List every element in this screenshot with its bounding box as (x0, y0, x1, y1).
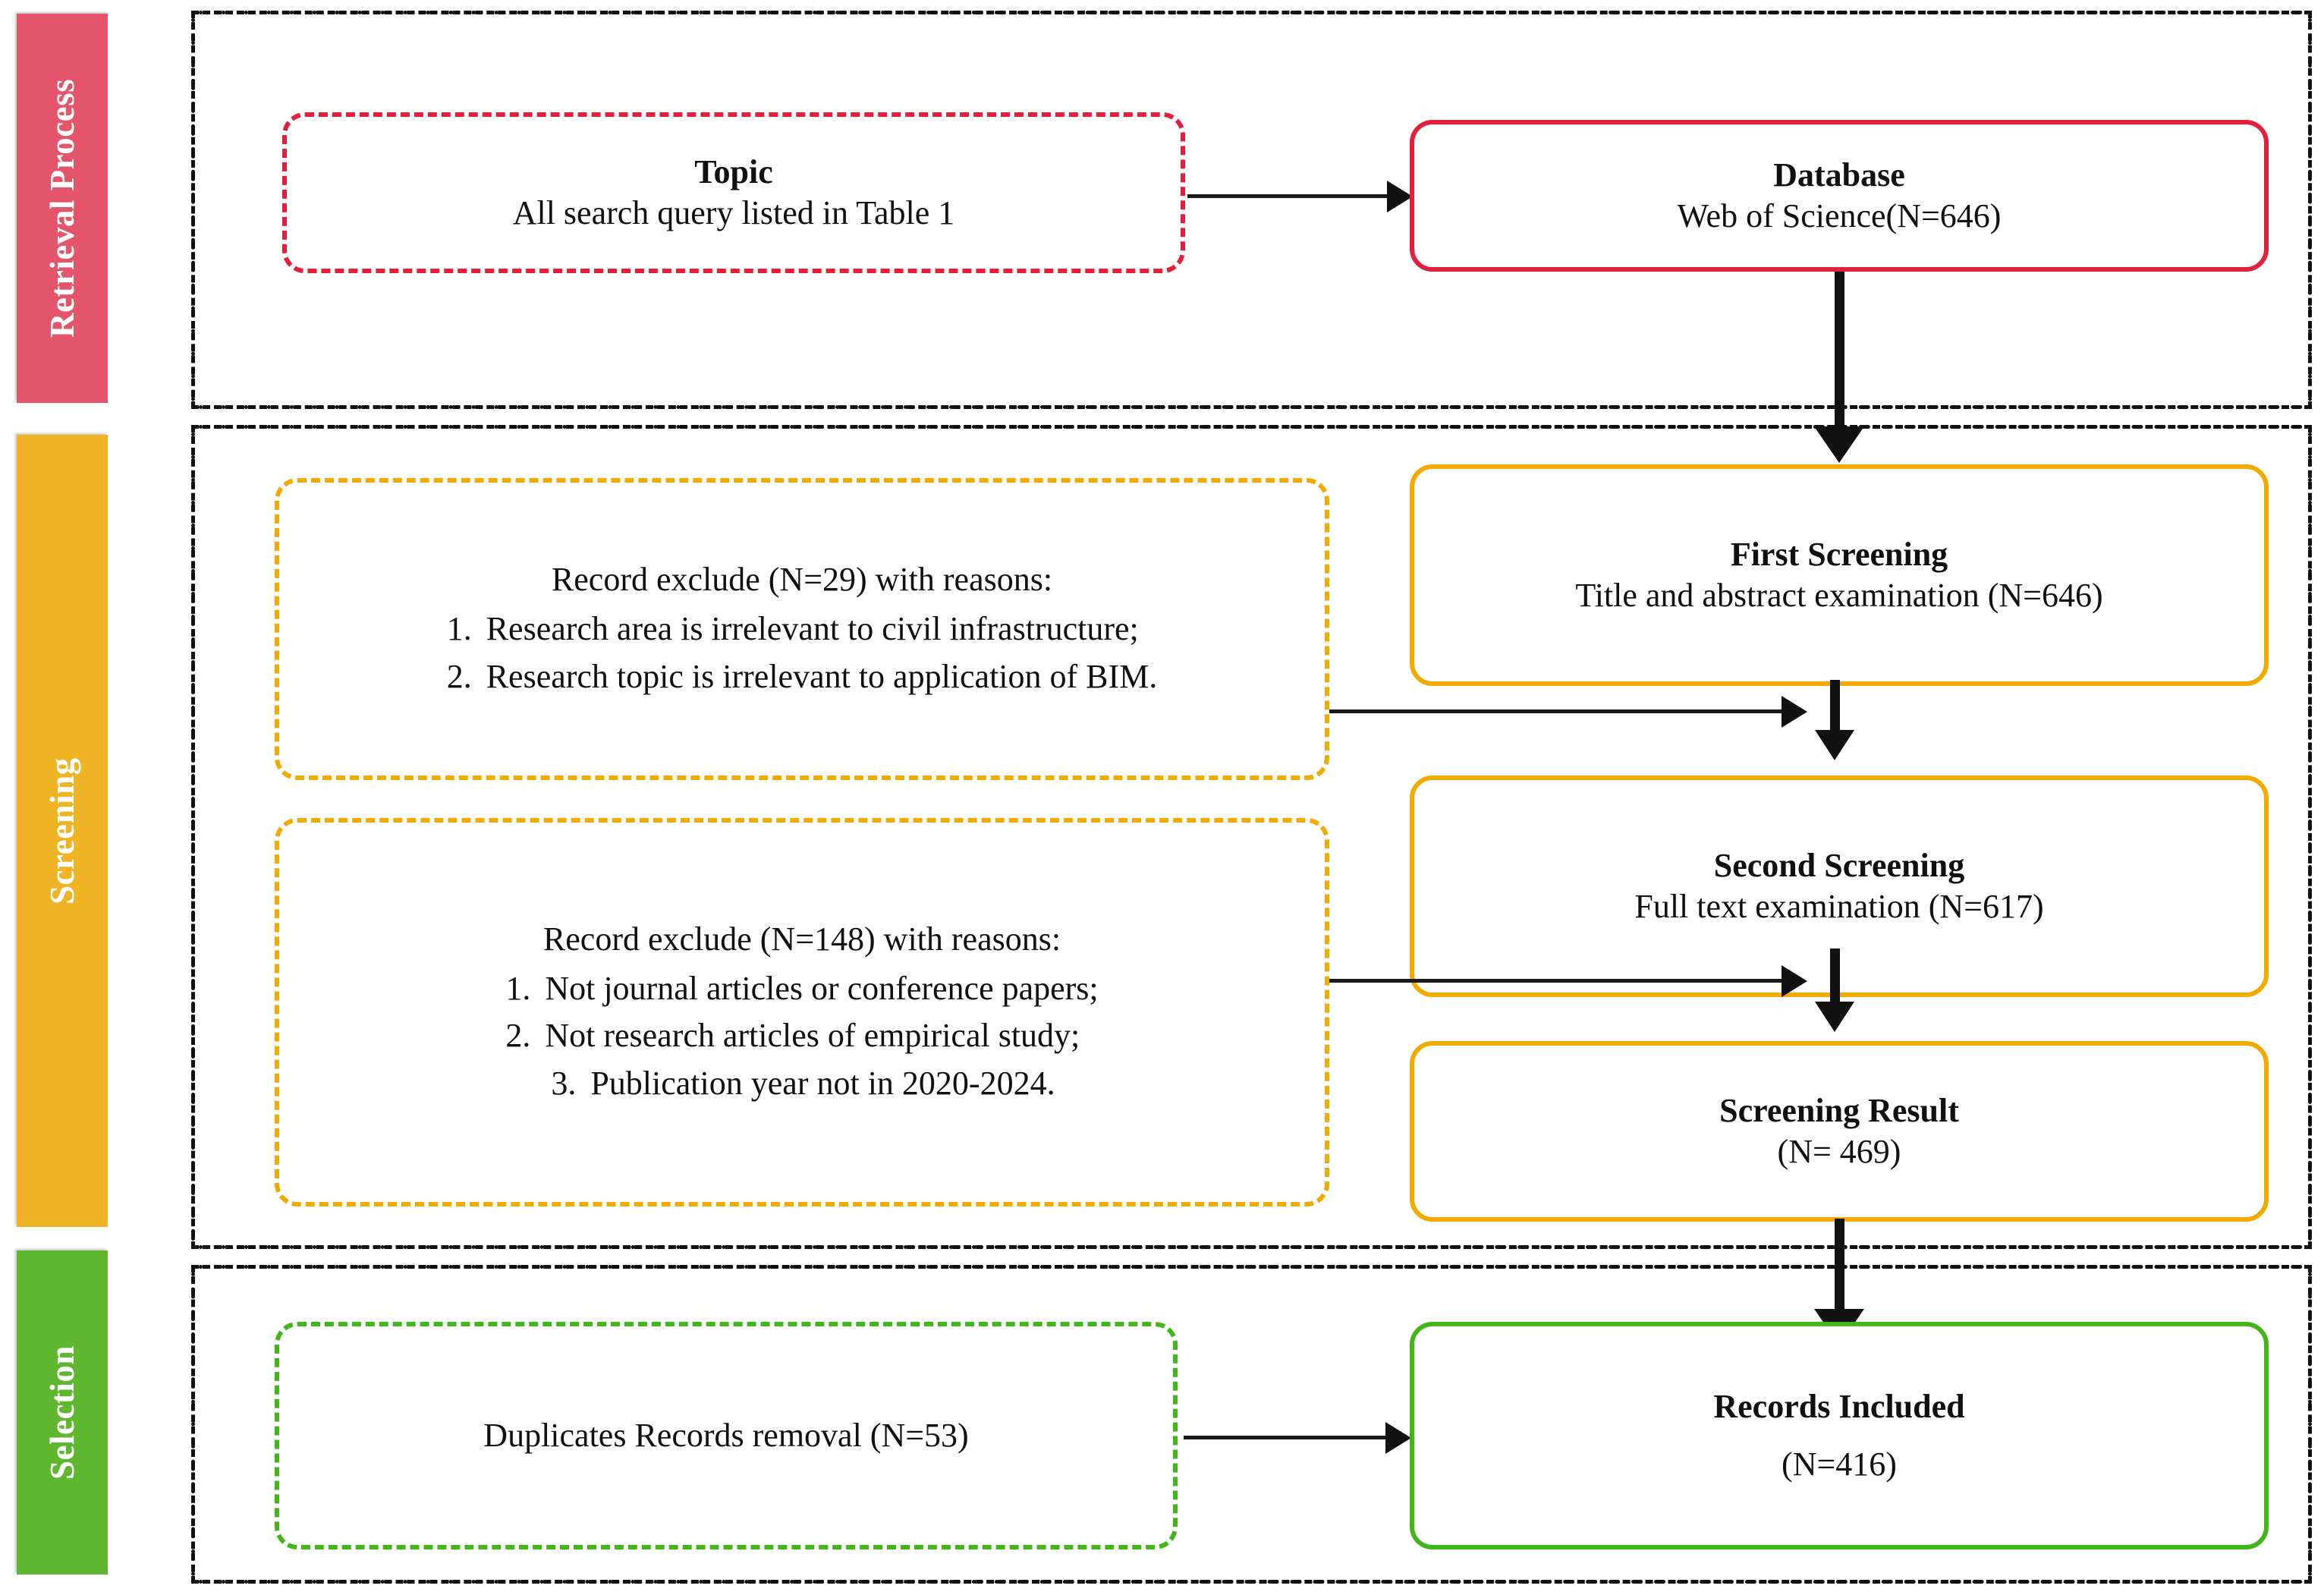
list-item: 1. Research area is irrelevant to civil i… (447, 606, 1158, 653)
reason-text: Publication year not in 2020-2024. (590, 1064, 1055, 1102)
node-records-included-title: Records Included (1713, 1387, 1965, 1425)
section-frame-selection (191, 1265, 2312, 1584)
node-exclude-first[interactable]: Record exclude (N=29) with reasons: 1. Re… (275, 478, 1329, 780)
stage-label-text: Selection (43, 1345, 81, 1480)
stage-label-text: Retrieval Process (43, 78, 81, 338)
node-duplicates-removal[interactable]: Duplicates Records removal (N=53) (275, 1322, 1178, 1549)
reason-text: Research topic is irrelevant to applicat… (486, 657, 1158, 695)
node-topic[interactable]: Topic All search query listed in Table 1 (282, 112, 1185, 273)
node-exclude-first-heading: Record exclude (N=29) with reasons: (551, 560, 1053, 598)
connector-database-to-first-screening (1835, 272, 1844, 440)
list-item: 1. Not journal articles or conference pap… (505, 965, 1098, 1012)
node-second-screening-title: Second Screening (1713, 846, 1965, 884)
node-topic-subtitle: All search query listed in Table 1 (512, 193, 955, 231)
reason-number: 1. (446, 610, 472, 648)
node-exclude-second[interactable]: Record exclude (N=148) with reasons: 1. N… (275, 818, 1329, 1206)
reason-number: 3. (551, 1064, 577, 1102)
connector-duplicates-to-records-included (1184, 1436, 1404, 1439)
connector-exclude-first-to-junction (1329, 709, 1800, 713)
arrowhead-duplicates-to-records-included (1385, 1422, 1411, 1454)
node-records-included[interactable]: Records Included (N=416) (1410, 1322, 2269, 1549)
stage-label-retrieval-process: Retrieval Process (17, 14, 108, 403)
connector-second-screening-to-result (1830, 949, 1840, 1011)
node-database-subtitle: Web of Science(N=646) (1677, 197, 2002, 234)
node-second-screening-subtitle: Full text examination (N=617) (1634, 887, 2044, 925)
section-frame-screening (191, 425, 2312, 1249)
node-exclude-second-heading: Record exclude (N=148) with reasons: (542, 920, 1061, 958)
connector-topic-to-database (1187, 194, 1404, 198)
node-database[interactable]: Database Web of Science(N=646) (1410, 120, 2269, 272)
list-item: 2. Research topic is irrelevant to applic… (447, 653, 1158, 700)
arrowhead-exclude-second-to-junction (1782, 965, 1807, 997)
node-first-screening[interactable]: First Screening Title and abstract exami… (1410, 464, 2269, 686)
stage-label-selection: Selection (17, 1251, 108, 1575)
node-exclude-first-reason-list: 1. Research area is irrelevant to civil i… (447, 606, 1158, 700)
reason-text: Not research articles of empirical study… (545, 1017, 1080, 1055)
node-screening-result-subtitle: (N= 469) (1777, 1132, 1901, 1170)
reason-text: Research area is irrelevant to civil inf… (486, 610, 1139, 648)
section-frame-retrieval-process (191, 11, 2312, 409)
reason-number: 2. (446, 657, 472, 695)
reason-number: 1. (505, 969, 531, 1007)
connector-exclude-second-to-junction (1329, 979, 1800, 983)
arrowhead-database-to-first-screening (1814, 426, 1864, 463)
node-database-title: Database (1773, 156, 1905, 193)
arrowhead-exclude-first-to-junction (1782, 696, 1807, 728)
reason-number: 2. (505, 1017, 531, 1055)
list-item: 3. Publication year not in 2020-2024. (505, 1060, 1098, 1107)
reason-text: Not journal articles or conference paper… (545, 969, 1099, 1007)
stage-label-text: Screening (43, 757, 81, 904)
arrowhead-second-screening-to-result (1815, 1002, 1854, 1032)
node-screening-result[interactable]: Screening Result (N= 469) (1410, 1041, 2269, 1222)
node-screening-result-title: Screening Result (1719, 1091, 1959, 1129)
arrowhead-first-to-second-screening (1815, 730, 1854, 760)
node-records-included-subtitle: (N=416) (1782, 1445, 1897, 1483)
node-first-screening-subtitle: Title and abstract examination (N=646) (1575, 576, 2103, 614)
node-first-screening-title: First Screening (1730, 535, 1948, 573)
connector-first-to-second-screening (1830, 680, 1840, 741)
node-duplicates-removal-title: Duplicates Records removal (N=53) (483, 1416, 969, 1454)
node-topic-title: Topic (694, 153, 773, 190)
node-exclude-second-reason-list: 1. Not journal articles or conference pap… (505, 965, 1098, 1107)
list-item: 2. Not research articles of empirical stu… (505, 1012, 1098, 1059)
arrowhead-topic-to-database (1387, 181, 1413, 212)
stage-label-screening: Screening (17, 435, 108, 1227)
